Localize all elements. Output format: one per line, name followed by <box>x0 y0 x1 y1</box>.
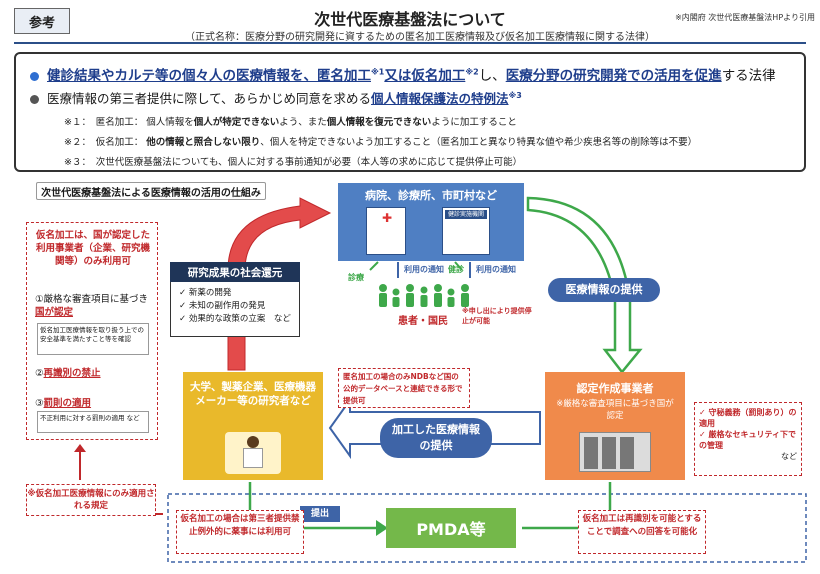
rule-1: ①厳格な審査項目に基づき国が認定 <box>35 294 149 318</box>
pseudonym-rules-panel: 仮名加工は、国が認定した利用事業者（企業、研究機関等）のみ利用可 ①厳格な審査項… <box>26 222 158 440</box>
footnote-1: ※１： 匿名加工： 個人情報を個人が特定できないよう、また個人情報を復元できない… <box>64 117 517 128</box>
summary-line-2: 医療情報の第三者提供に際して、あらかじめ同意を求める個人情報保護法の特例法※3 <box>30 88 522 107</box>
stop-note: ※申し出により提供停止が可能 <box>462 307 532 325</box>
hospital-building-icon: ✚ <box>366 207 406 255</box>
return-item: ✓ 未知の副作用の発見 <box>179 301 266 311</box>
processed-label: 加工した医療情報 の提供 <box>380 418 492 458</box>
rule-3-detail: 不正利用に対する罰則の適用 など <box>37 411 149 433</box>
duties-tail: など <box>781 452 797 461</box>
footnote-3: ※３： 次世代医療基盤法についても、個人に対する事前通知が必要（本人等の求めに応… <box>64 157 523 168</box>
footnote-2: ※２： 仮名加工： 他の情報と照合しない限り、個人を特定できないよう加工すること… <box>64 137 698 148</box>
summary-line2-part-b: 個人情報保護法の特例法 <box>371 91 509 106</box>
clinic-sign: 健診実施機関 <box>445 210 487 219</box>
summary-box: 健診結果やカルテ等の個々人の医療情報を、匿名加工※1又は仮名加工※2し、医療分野… <box>14 52 806 172</box>
summary-line1-part-a: 健診結果やカルテ等の個々人の医療情報を、匿名加工 <box>47 68 371 84</box>
rule-3: ③罰則の適用 <box>35 398 92 409</box>
page-title: 次世代医療基盤法について <box>314 10 506 29</box>
bullet-icon <box>30 71 39 81</box>
pmda-box: PMDA等 <box>386 508 516 548</box>
certified-title: 認定作成事業者 <box>576 382 654 395</box>
summary-line2-part-a: 医療情報の第三者提供に際して、あらかじめ同意を求める <box>47 91 372 106</box>
duty-item: ✓ 厳格なセキュリティ下での管理 <box>699 430 797 450</box>
notify-label-right: 利用の通知 <box>476 265 516 274</box>
section-label: 次世代医療基盤法による医療情報の活用の仕組み <box>36 182 266 200</box>
diag-label: 診療 <box>348 273 364 282</box>
diag-arrow <box>369 261 379 271</box>
server-icon <box>579 432 651 472</box>
ndb-note: 匿名加工の場合のみNDBなど国の公的データベースと連結できる形で提供可 <box>338 368 470 408</box>
certified-card: 認定作成事業者 ※厳格な審査項目に基づき国が認定 <box>545 372 685 480</box>
notify-label-left: 利用の通知 <box>404 265 444 274</box>
submit-arrowhead <box>376 520 388 536</box>
footnote-marker-1: ※1 <box>371 67 385 77</box>
pseudo-only-note: ※仮名加工医療情報にのみ適用される規定 <box>26 484 156 516</box>
patients-label: 患者・国民 <box>398 316 448 327</box>
header-divider <box>14 42 806 44</box>
certified-subtitle: ※厳格な審査項目に基づき国が認定 <box>556 399 674 421</box>
summary-line1-part-d: 医療分野の研究開発での活用を促進 <box>505 68 722 84</box>
provide-label: 医療情報の提供 <box>548 278 660 302</box>
rule-2: ②再識別の禁止 <box>35 368 101 379</box>
footnote-marker-3: ※3 <box>508 90 522 100</box>
summary-line1-part-e: する法律 <box>721 68 776 84</box>
bullet-icon <box>30 95 39 104</box>
return-item: ✓ 効果的な政策の立案 など <box>179 314 291 324</box>
return-item: ✓ 新薬の開発 <box>179 288 232 298</box>
hospital-label: 病院、診療所、市町村など <box>365 189 497 202</box>
submit-label: 提出 <box>300 506 340 522</box>
summary-line1-part-c: し、 <box>478 68 506 84</box>
hospital-card: 病院、診療所、市町村など ✚ 健診実施機関 <box>338 183 524 261</box>
social-return-box: 研究成果の社会還元 ✓ 新薬の開発 ✓ 未知の副作用の発見 ✓ 効果的な政策の立… <box>170 262 300 337</box>
social-return-title: 研究成果の社会還元 <box>170 262 300 282</box>
summary-line1-part-b: 又は仮名加工 <box>384 68 466 84</box>
duties-note: ✓ 守秘義務（罰則あり）の適用 ✓ 厳格なセキュリティ下での管理 など <box>694 402 802 476</box>
pmda-dashed-frame <box>167 493 807 563</box>
left-connector-head <box>74 444 86 452</box>
reference-tag: 参考 <box>14 8 70 34</box>
researchers-title: 大学、製薬企業、医療機器メーカー等の研究者など <box>190 381 316 407</box>
pmda-left-note: 仮名加工の場合は第三者提供禁止例外的に薬事には利用可 <box>176 510 304 554</box>
researchers-card: 大学、製薬企業、医療機器メーカー等の研究者など <box>183 372 323 480</box>
page-subtitle: （正式名称：医療分野の研究開発に資するための匿名加工医療情報及び仮名加工医療情報… <box>185 32 655 43</box>
clinic-building-icon: 健診実施機関 <box>442 207 490 255</box>
pseudonym-lead: 仮名加工は、国が認定した利用事業者（企業、研究機関等）のみ利用可 <box>35 230 150 267</box>
rule-1-detail: 仮名加工医療情報を取り扱う上での安全基準を満たすこと等を確認 <box>37 323 149 355</box>
checkup-label: 健診 <box>448 265 464 274</box>
duty-item: ✓ 守秘義務（罰則あり）の適用 <box>699 408 797 428</box>
pmda-right-note: 仮名加工は再識別を可能とすることで調査への回答を可能化 <box>578 510 706 554</box>
return-arrow <box>227 197 332 371</box>
checkup-arrow <box>454 261 463 271</box>
summary-line-1: 健診結果やカルテ等の個々人の医療情報を、匿名加工※1又は仮名加工※2し、医療分野… <box>30 64 776 84</box>
source-note: ※内閣府 次世代医療基盤法HPより引用 <box>675 13 815 22</box>
people-icon <box>379 284 469 307</box>
footnote-marker-2: ※2 <box>465 67 479 77</box>
researcher-icon <box>225 432 281 474</box>
